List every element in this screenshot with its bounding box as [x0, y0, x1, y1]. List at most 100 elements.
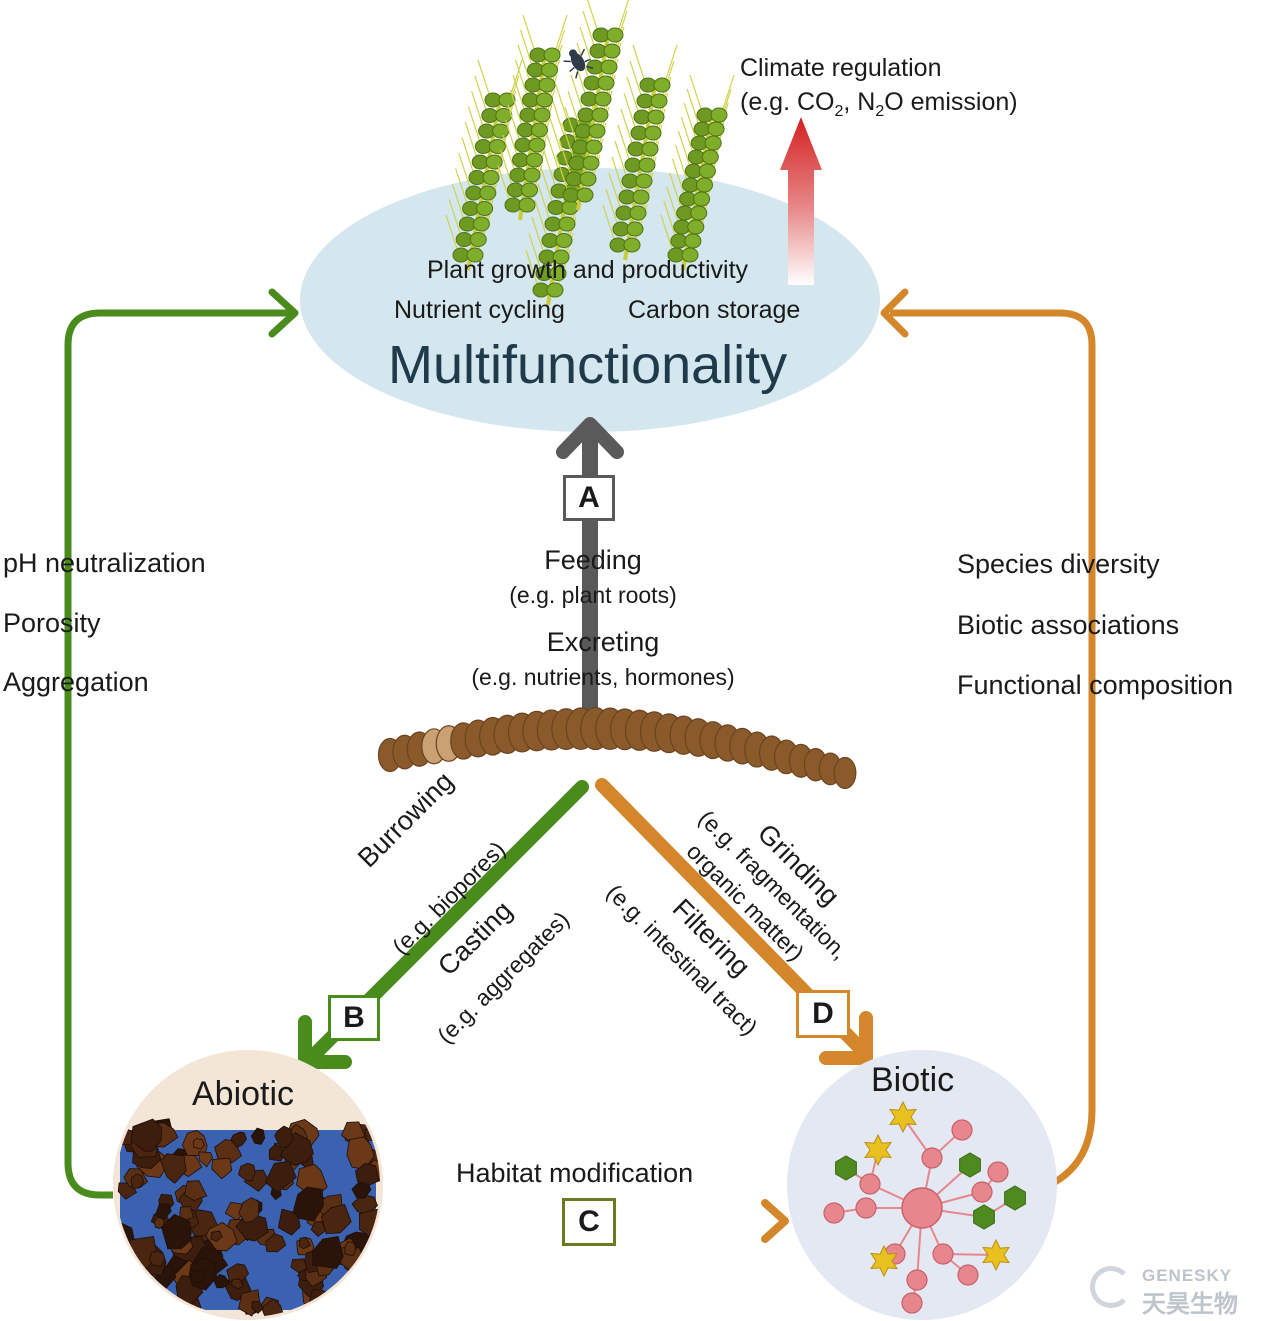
soil-aggregate — [230, 1131, 247, 1149]
soil-aggregate — [198, 1151, 213, 1168]
network-node — [906, 1269, 928, 1291]
left-factor-porosity: Porosity — [3, 608, 101, 638]
wheat-ear — [445, 59, 523, 271]
network-node — [951, 1119, 973, 1141]
soil-aggregate — [290, 1258, 308, 1274]
soil-aggregate — [210, 1230, 223, 1242]
biotic-network-illustration — [823, 1100, 1026, 1314]
wheat-ear — [497, 14, 568, 221]
soil-aggregate — [119, 1296, 141, 1317]
soil-aggregate — [231, 1278, 244, 1290]
network-node — [987, 1161, 1009, 1183]
pathway-a-arrowhead — [556, 417, 624, 459]
wheat-ear — [555, 0, 630, 211]
beetle-icon — [563, 48, 594, 79]
network-node — [921, 1147, 943, 1169]
pathway-a-box: A — [563, 475, 615, 521]
soil-aggregate — [312, 1235, 344, 1269]
soil-aggregate — [265, 1233, 287, 1253]
excreting-label: Excreting — [546, 627, 660, 657]
wheat-ear — [660, 74, 735, 271]
soil-aggregate — [130, 1173, 145, 1190]
left-factor-ph: pH neutralization — [3, 548, 206, 578]
soil-aggregate — [130, 1118, 163, 1152]
network-node — [957, 1264, 979, 1286]
plant-growth-label: Plant growth and productivity — [427, 256, 749, 284]
network-node — [932, 1243, 954, 1265]
soil-aggregate — [155, 1203, 172, 1221]
soil-aggregate — [274, 1125, 294, 1149]
soil-aggregate — [238, 1197, 260, 1224]
biotic-feedback-arrowhead — [880, 288, 909, 338]
abiotic-feedback-arrowhead — [268, 288, 299, 338]
genesky-latin-label: GENESKY — [1142, 1266, 1233, 1285]
network-node — [901, 1292, 923, 1314]
soil-aggregate — [310, 1221, 326, 1238]
soil-aggregate — [251, 1300, 264, 1314]
right-factor-associations: Biotic associations — [957, 610, 1180, 640]
soil-aggregate — [344, 1241, 357, 1257]
soil-aggregate — [237, 1162, 256, 1182]
network-hub-node — [901, 1187, 943, 1229]
abiotic-label: Abiotic — [192, 1075, 295, 1113]
soil-aggregate — [153, 1297, 174, 1317]
climate-regulation-arrow — [780, 117, 822, 285]
soil-aggregate — [184, 1180, 208, 1201]
network-hexagon-node — [973, 1204, 995, 1230]
soil-aggregate — [268, 1143, 286, 1162]
wheat-plants-illustration — [445, 0, 735, 306]
soil-aggregate — [160, 1153, 187, 1184]
nutrient-cycling-label: Nutrient cycling — [394, 296, 565, 324]
soil-aggregate — [116, 1272, 135, 1293]
soil-aggregate — [292, 1186, 324, 1222]
pathway-c-box: C — [562, 1198, 616, 1246]
biotic-feedback-arrow — [890, 309, 1096, 1186]
earthworm-illustration — [377, 706, 857, 790]
soil-aggregate — [148, 1250, 166, 1267]
soil-aggregate — [250, 1127, 266, 1145]
network-star-node — [870, 1244, 898, 1278]
pathway-b-box: B — [328, 995, 380, 1041]
soil-aggregate — [357, 1273, 372, 1287]
network-node — [855, 1197, 877, 1219]
multifunctionality-title: Multifunctionality — [388, 335, 788, 395]
soil-aggregate — [161, 1213, 192, 1250]
soil-aggregate — [320, 1204, 352, 1235]
worm-segment — [833, 756, 857, 790]
habitat-modification-label: Habitat modification — [456, 1158, 694, 1188]
genesky-chinese-label: 天昊生物 — [1142, 1291, 1238, 1318]
network-hexagon-node — [959, 1152, 981, 1178]
right-factor-species: Species diversity — [957, 549, 1160, 579]
pathway-b-arrowhead — [298, 1015, 352, 1069]
multifunctionality-ellipse — [300, 168, 880, 432]
carbon-storage-label: Carbon storage — [628, 296, 801, 324]
soil-aggregate — [211, 1157, 233, 1180]
wheat-ear — [602, 44, 678, 261]
climate-regulation-label: Climate regulation — [740, 54, 942, 82]
pathway-d-arrowhead — [819, 1011, 873, 1065]
right-factor-functional: Functional composition — [957, 670, 1234, 700]
soil-aggregate — [355, 1162, 380, 1186]
network-node — [859, 1173, 881, 1195]
soil-aggregate — [264, 1160, 297, 1193]
biotic-label: Biotic — [871, 1061, 955, 1099]
network-star-node — [889, 1100, 917, 1134]
climate-examples-label: (e.g. CO2, N2O emission) — [740, 88, 1018, 120]
network-hexagon-node — [835, 1155, 857, 1181]
abiotic-feedback-arrow — [64, 309, 290, 1199]
excreting-example-label: (e.g. nutrients, hormones) — [471, 664, 735, 690]
soil-aggregate — [190, 1270, 206, 1284]
network-node — [823, 1202, 845, 1224]
network-hexagon-node — [1004, 1185, 1026, 1211]
soil-aggregates-illustration — [116, 1118, 380, 1317]
pathway-c-arrowhead — [761, 1199, 789, 1243]
network-star-node — [982, 1238, 1010, 1272]
feeding-example-label: (e.g. plant roots) — [509, 582, 677, 608]
network-star-node — [864, 1133, 892, 1167]
left-factor-aggregation: Aggregation — [3, 667, 149, 697]
soil-aggregate — [192, 1138, 205, 1150]
feeding-label: Feeding — [544, 545, 642, 575]
soil-aggregate — [298, 1236, 311, 1250]
genesky-logo-icon — [1090, 1266, 1132, 1308]
